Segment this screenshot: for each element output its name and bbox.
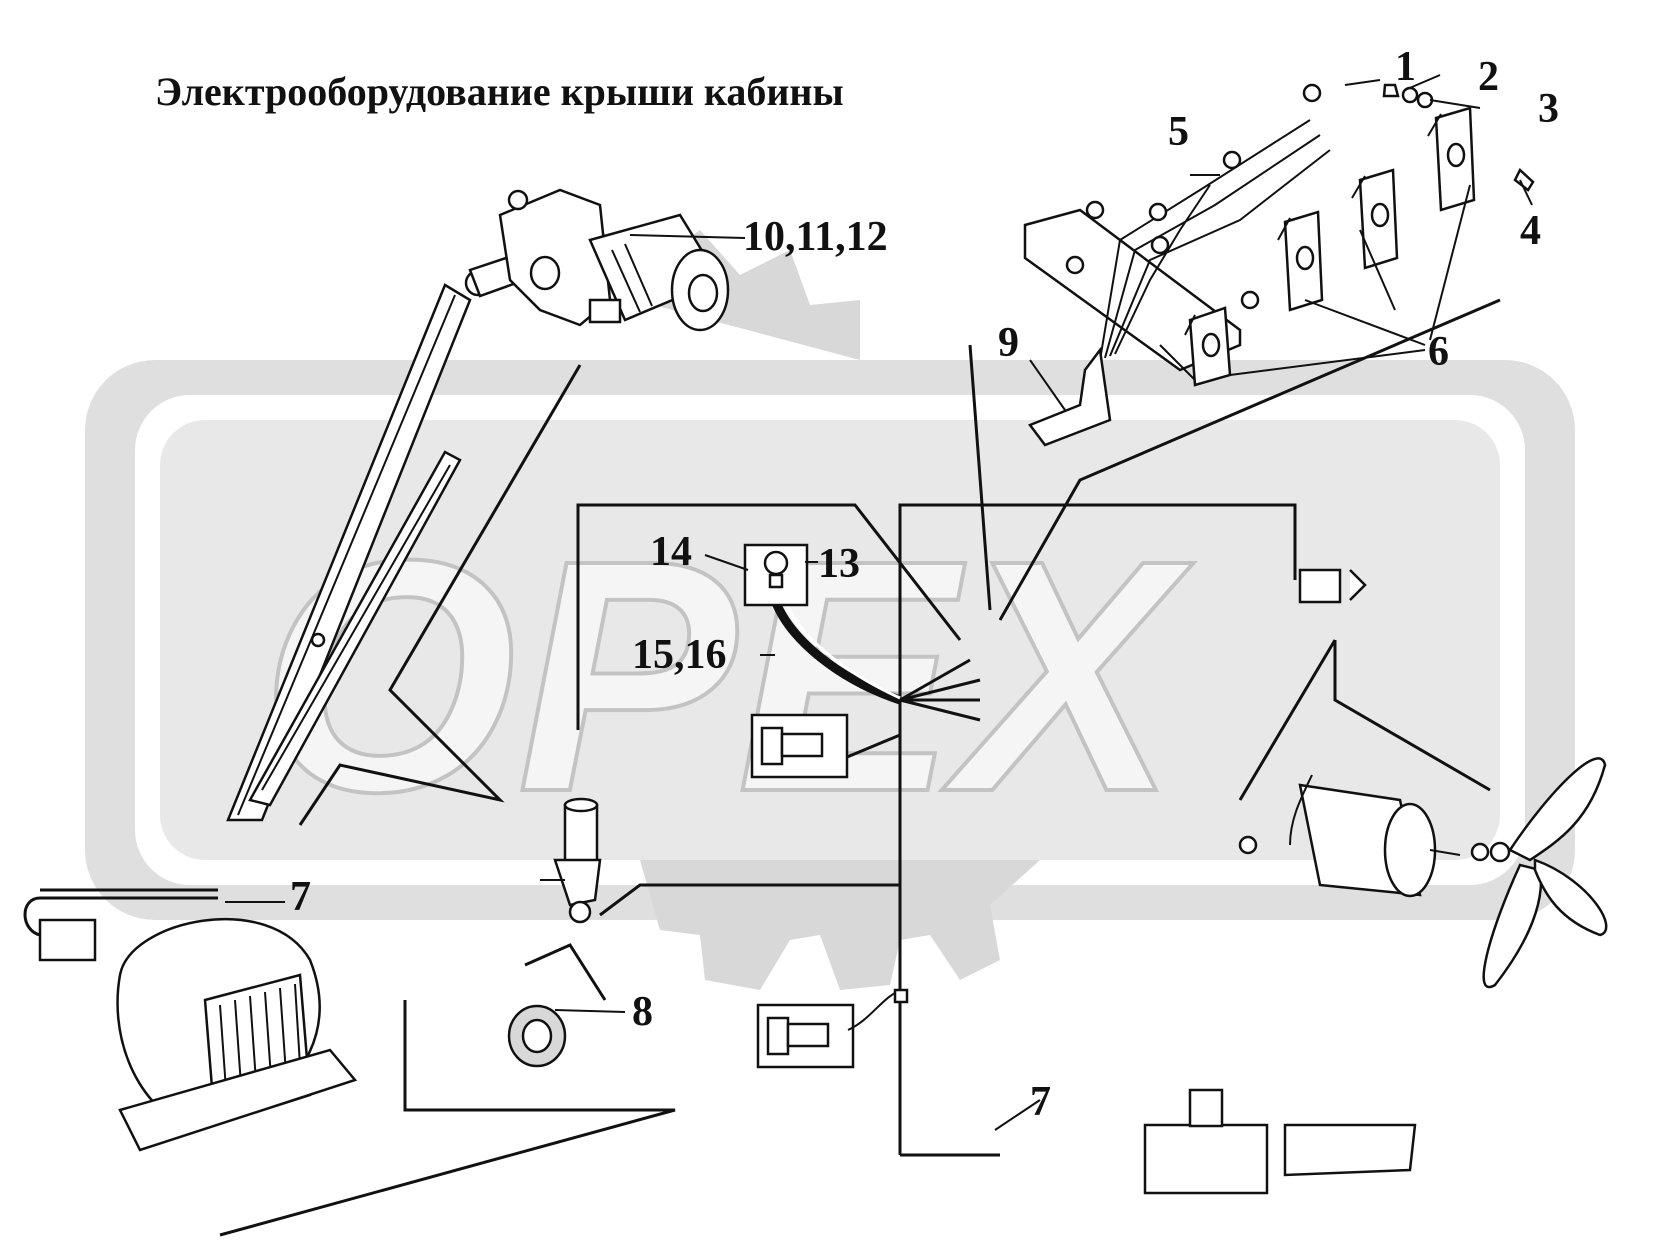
cab-wiring-harness [576, 503, 1417, 1195]
callout-15-16: 15,16 [632, 632, 727, 678]
callout-13: 13 [818, 541, 860, 587]
callout-7b: 7 [1030, 1079, 1051, 1125]
callout-6: 6 [1428, 329, 1449, 375]
heater-blower [23, 888, 358, 1152]
callout-10-11-12: 10,11,12 [743, 214, 888, 260]
diagram-title: Электрооборудование крыши кабины [155, 69, 844, 114]
callout-4: 4 [1520, 208, 1541, 254]
callout-labels: 1 2 3 4 5 6 7 7 8 9 10,11,12 13 14 15,16 [290, 44, 1559, 1125]
wiper-motor [588, 213, 730, 332]
callout-7a: 7 [290, 874, 311, 920]
wiper-assembly [226, 188, 612, 822]
grommet [507, 1004, 567, 1068]
watermark-logo: OPEX [85, 230, 1575, 990]
switch-panel [1023, 83, 1535, 447]
callout-14: 14 [650, 529, 692, 575]
cab-fan [1238, 757, 1608, 989]
callout-3: 3 [1538, 86, 1559, 132]
callout-2: 2 [1478, 54, 1499, 100]
callout-5: 5 [1168, 109, 1189, 155]
washer-pump [540, 797, 602, 924]
callout-9: 9 [998, 320, 1019, 366]
callout-1: 1 [1395, 44, 1416, 90]
leader-lines [219, 74, 1533, 1237]
callout-8: 8 [632, 989, 653, 1035]
